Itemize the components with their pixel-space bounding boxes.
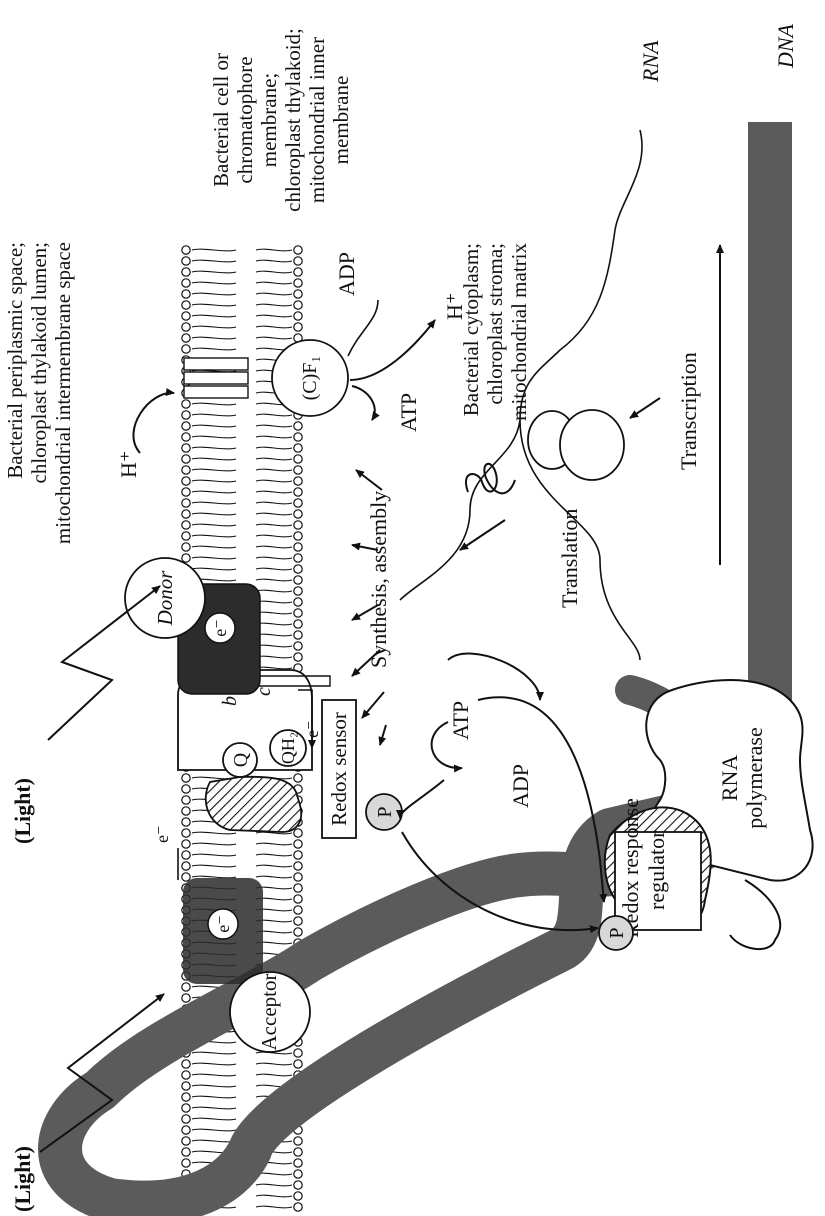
atp-product-arrow: [352, 386, 375, 420]
svg-text:Acceptor: Acceptor: [257, 974, 281, 1051]
svg-text:mitochondrial inner: mitochondrial inner: [305, 37, 329, 203]
svg-text:Bacterial cell or: Bacterial cell or: [209, 53, 233, 187]
svg-text:Redox sensor: Redox sensor: [327, 712, 351, 826]
svg-text:Bacterial cytoplasm;: Bacterial cytoplasm;: [459, 243, 483, 416]
svg-text:membrane: membrane: [329, 76, 353, 165]
synthesis-label: Synthesis, assembly: [366, 491, 391, 668]
adp-label: ADP: [334, 252, 359, 296]
dna-strand: [60, 122, 770, 1203]
svg-text:(C)F₁: (C)F₁: [299, 356, 321, 401]
acceptor: Acceptor: [230, 972, 310, 1052]
reaction-center-acceptor: e⁻: [183, 878, 263, 984]
sensor-phosphate: P: [366, 794, 402, 830]
svg-text:Bacterial periplasmic space;: Bacterial periplasmic space;: [3, 242, 27, 479]
proton-out-arrow: [350, 320, 435, 380]
cytochrome-b-label: b: [219, 696, 241, 706]
svg-text:Q: Q: [230, 752, 252, 767]
translation-label: Translation: [557, 509, 582, 608]
svg-text:mitochondrial matrix: mitochondrial matrix: [507, 243, 531, 421]
svg-text:Donor: Donor: [153, 570, 177, 627]
atp-synthase: (C)F₁: [184, 340, 348, 416]
cycle-atp-label: ATP: [448, 701, 473, 740]
atp-label: ATP: [396, 393, 421, 432]
regulator-label-2: regulator: [644, 830, 669, 910]
ribosome-arrow: [630, 398, 660, 418]
translation-arrow: [460, 520, 505, 550]
quinol: QH₂: [270, 730, 306, 766]
electron-label-1: e⁻: [152, 826, 172, 844]
cycle-adp-label: ADP: [508, 764, 533, 808]
dna-label: DNA: [773, 23, 798, 69]
redox-sensor: Redox sensor: [322, 700, 356, 838]
svg-text:chloroplast stroma;: chloroplast stroma;: [483, 243, 507, 405]
proton-label-lumen: H⁺: [116, 451, 141, 479]
regulator-phosphate: P: [599, 916, 633, 950]
lumen-caption: Bacterial periplasmic space; chloroplast…: [3, 242, 75, 544]
svg-text:chloroplast thylakoid lumen;: chloroplast thylakoid lumen;: [27, 242, 51, 483]
rna-polymerase-label-1: RNA: [717, 755, 742, 802]
transcription-label: Transcription: [676, 352, 701, 470]
donor: Donor: [125, 558, 205, 638]
svg-text:e⁻: e⁻: [210, 619, 230, 637]
svg-text:P: P: [606, 927, 628, 938]
membrane-caption: Bacterial cell or chromatophore membrane…: [209, 28, 353, 212]
svg-text:mitochondrial intermembrane sp: mitochondrial intermembrane space: [51, 242, 75, 544]
ribosome: [528, 410, 624, 480]
svg-text:P: P: [374, 806, 396, 817]
rna-label: RNA: [638, 40, 663, 83]
light-label-left: (Light): [10, 1146, 35, 1212]
stroma-caption: Bacterial cytoplasm; chloroplast stroma;…: [459, 243, 531, 421]
proton-in-arrow: [133, 393, 174, 453]
rna-polymerase-label-2: polymerase: [742, 727, 767, 828]
light-label-right: (Light): [10, 778, 35, 844]
svg-text:membrane;: membrane;: [257, 73, 281, 167]
quinone: Q: [223, 743, 257, 777]
svg-text:QH₂: QH₂: [278, 732, 298, 764]
adp-line: [348, 300, 378, 356]
svg-text:chromatophore: chromatophore: [233, 56, 257, 183]
svg-text:chloroplast thylakoid;: chloroplast thylakoid;: [281, 28, 305, 212]
svg-text:e⁻: e⁻: [213, 915, 233, 933]
electron-label-2: e⁻: [302, 721, 322, 739]
